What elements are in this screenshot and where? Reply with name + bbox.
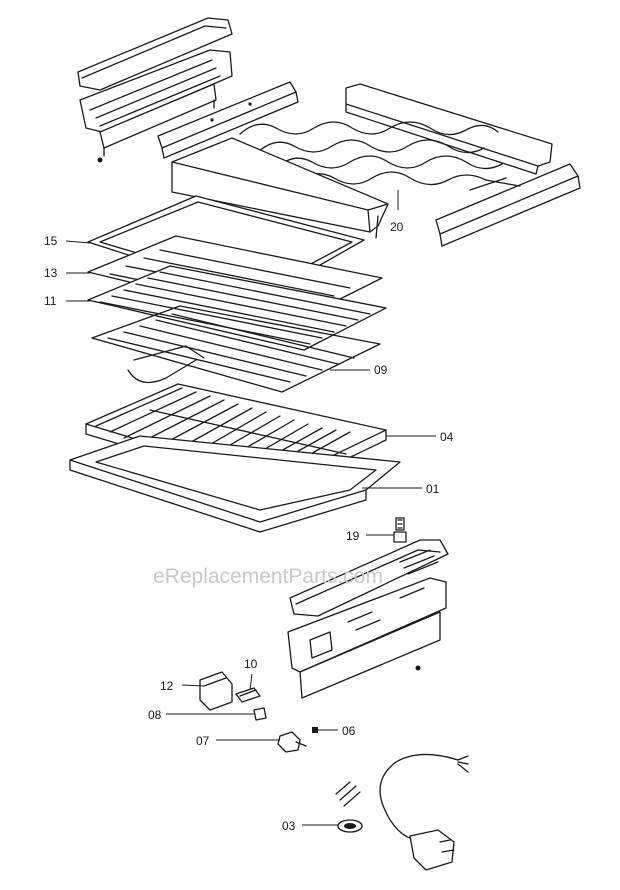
callout-06: 06 xyxy=(342,724,356,738)
leader-lines xyxy=(65,190,436,826)
callout-08: 08 xyxy=(148,708,162,722)
strain-relief xyxy=(335,781,361,807)
reflector-block xyxy=(171,137,389,239)
part-03-grommet xyxy=(337,819,363,833)
callout-15: 15 xyxy=(44,234,58,248)
back-rail xyxy=(345,83,553,175)
right-rail xyxy=(435,163,581,247)
power-cord xyxy=(379,753,469,871)
callout-01: 01 xyxy=(426,482,440,496)
callout-11: 11 xyxy=(44,294,57,308)
callout-09: 09 xyxy=(374,363,388,377)
callout-13: 13 xyxy=(44,266,58,280)
callout-04: 04 xyxy=(440,430,454,444)
wire-rack-09 xyxy=(91,305,381,393)
callout-19: 19 xyxy=(346,529,360,543)
left-rail xyxy=(157,81,299,159)
plate-11 xyxy=(87,265,387,351)
part-07-thermostat xyxy=(277,731,307,753)
callout-10: 10 xyxy=(244,657,258,671)
left-end-cap xyxy=(77,17,233,163)
heating-element xyxy=(239,121,521,191)
part-08-clip xyxy=(253,707,267,721)
callout-labels: 15 13 11 20 09 04 01 19 12 10 08 07 06 0… xyxy=(44,220,454,833)
callout-12: 12 xyxy=(160,679,174,693)
callout-20: 20 xyxy=(390,220,404,234)
part-06-screw xyxy=(312,727,318,733)
callout-07: 07 xyxy=(196,734,210,748)
part-19-bolt xyxy=(393,517,407,543)
watermark: eReplacementParts.com xyxy=(153,565,383,588)
drip-pan-01 xyxy=(69,435,401,533)
part-12-bracket xyxy=(199,671,233,711)
part-10-switch xyxy=(235,687,261,703)
callout-03: 03 xyxy=(282,819,296,833)
right-end-cap xyxy=(287,539,449,699)
